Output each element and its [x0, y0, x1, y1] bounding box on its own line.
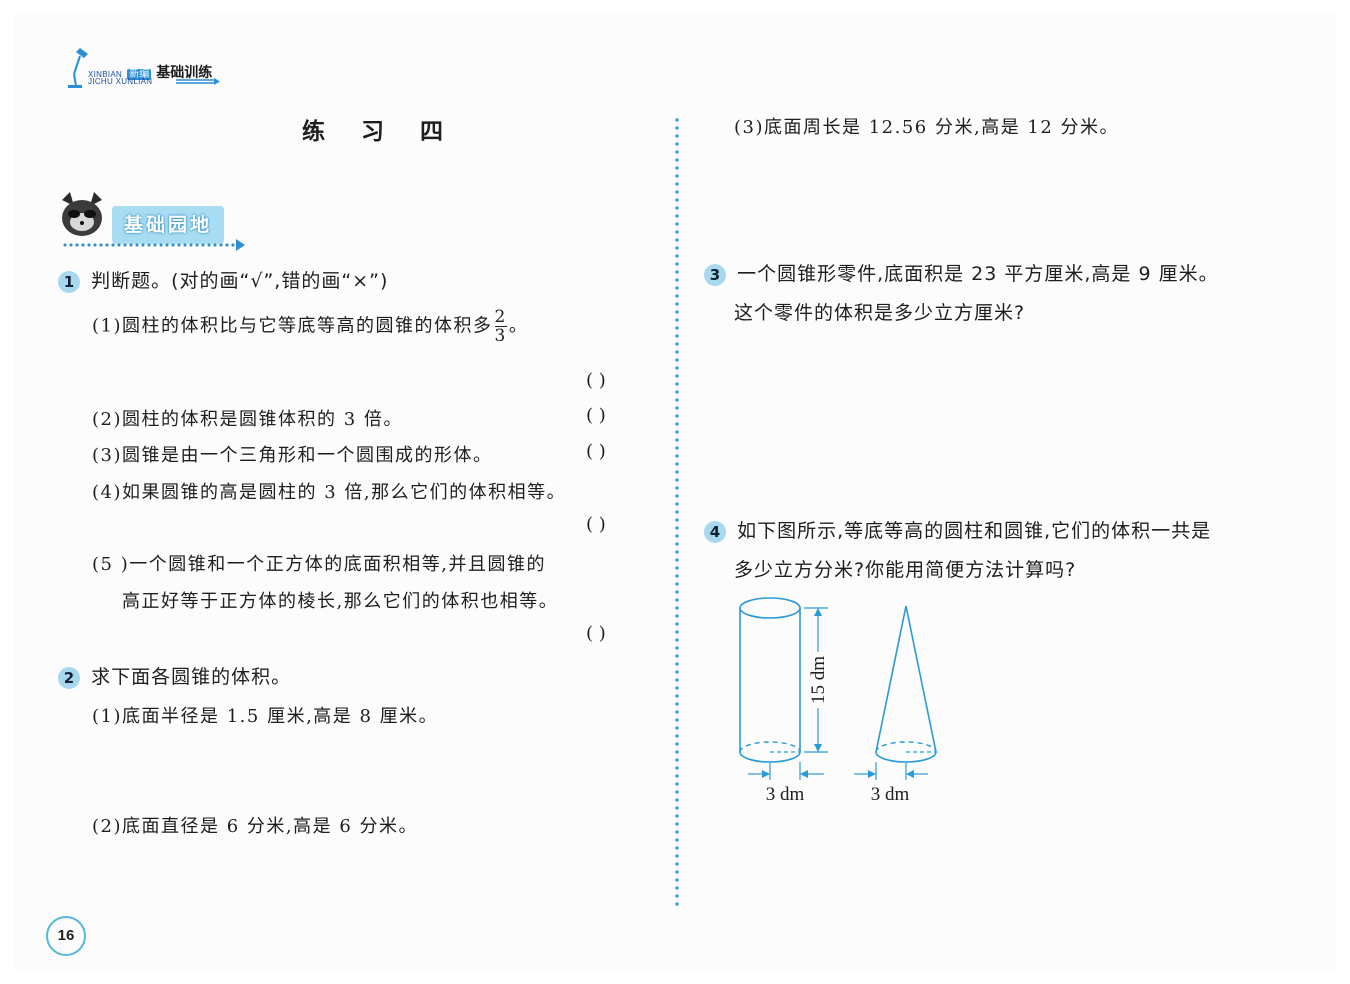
answer-blank[interactable]: ( ): [586, 405, 606, 426]
desk-lamp-icon: [68, 48, 88, 88]
answer-blank[interactable]: ( ): [586, 370, 606, 391]
cylinder: [739, 597, 801, 763]
page-title: 练 习 四: [302, 119, 458, 145]
question-text: 判断题。(对的画“√”,错的画“×”): [91, 270, 389, 292]
page-number: 16: [46, 916, 86, 956]
logo-badge: 新编: [127, 69, 152, 80]
arrow-right-icon: [236, 239, 245, 251]
q1-item-3: (3)圆锥是由一个三角形和一个圆围成的形体。: [92, 445, 493, 466]
logo-top-text: XINBIAN: [88, 70, 123, 79]
question-text: 求下面各圆锥的体积。: [91, 666, 292, 688]
height-dimension: 15 dm: [804, 607, 829, 753]
question-2-heading: 2 求下面各圆锥的体积。: [58, 662, 291, 689]
cone-base-dimension: 3 dm: [854, 762, 928, 805]
question-text: 如下图所示,等底等高的圆柱和圆锥,它们的体积一共是: [737, 520, 1212, 542]
logo-underline-arrow: [176, 78, 220, 85]
raccoon-mascot-icon: [62, 192, 102, 236]
question-3-heading: 3 一个圆锥形零件,底面积是 23 平方厘米,高是 9 厘米。: [704, 259, 1219, 286]
question-text: 一个圆锥形零件,底面积是 23 平方厘米,高是 9 厘米。: [737, 263, 1219, 285]
q1-item-5-continued: 高正好等于正方体的棱长,那么它们的体积也相等。: [122, 591, 559, 612]
fraction-numerator: 2: [494, 307, 507, 327]
fraction-denominator: 3: [494, 326, 507, 346]
q2-item-2: (2)底面直径是 6 分米,高是 6 分米。: [92, 816, 419, 837]
question-number-badge: 3: [704, 264, 726, 286]
cylinder-base-label: 3 dm: [766, 784, 805, 805]
section-badge: 基础园地: [112, 206, 224, 244]
answer-blank[interactable]: ( ): [586, 441, 606, 462]
q2-item-1: (1)底面半径是 1.5 厘米,高是 8 厘米。: [92, 706, 439, 727]
cone: [875, 605, 937, 763]
item-text: (1)圆柱的体积比与它等底等高的圆锥的体积多: [92, 315, 493, 337]
answer-blank[interactable]: ( ): [586, 514, 606, 535]
question-1-heading: 1 判断题。(对的画“√”,错的画“×”): [58, 266, 388, 293]
item-tail: 。: [508, 315, 529, 337]
question-text-continued: 多少立方分米?你能用简便方法计算吗?: [734, 559, 1077, 581]
column-divider: [673, 116, 681, 908]
question-number-badge: 2: [58, 667, 80, 689]
cylinder-cone-figure: 15 dm 3 dm 3 dm: [739, 597, 937, 805]
answer-blank[interactable]: ( ): [586, 623, 606, 644]
q2-item-3: (3)底面周长是 12.56 分米,高是 12 分米。: [734, 117, 1120, 138]
question-number-badge: 4: [704, 521, 726, 543]
logo-main-text: 基础训练: [156, 65, 213, 81]
question-number-badge: 1: [58, 271, 80, 293]
question-text-continued: 这个零件的体积是多少立方厘米?: [734, 302, 1026, 324]
q1-item-4: (4)如果圆锥的高是圆柱的 3 倍,那么它们的体积相等。: [92, 482, 567, 503]
q1-item-5: (5 )一个圆锥和一个正方体的底面积相等,并且圆锥的: [92, 554, 546, 575]
q1-item-2: (2)圆柱的体积是圆锥体积的 3 倍。: [92, 409, 403, 430]
logo-bottom-text: JICHU XUNLIAN: [88, 77, 153, 86]
series-logo: XINBIAN 新编 基础训练 JICHU XUNLIAN: [66, 44, 226, 92]
cone-base-label: 3 dm: [871, 784, 910, 805]
question-4-heading: 4 如下图所示,等底等高的圆柱和圆锥,它们的体积一共是: [704, 516, 1211, 543]
section-dotted-line: [62, 242, 238, 248]
height-label: 15 dm: [808, 656, 829, 704]
cylinder-base-dimension: 3 dm: [748, 762, 824, 805]
